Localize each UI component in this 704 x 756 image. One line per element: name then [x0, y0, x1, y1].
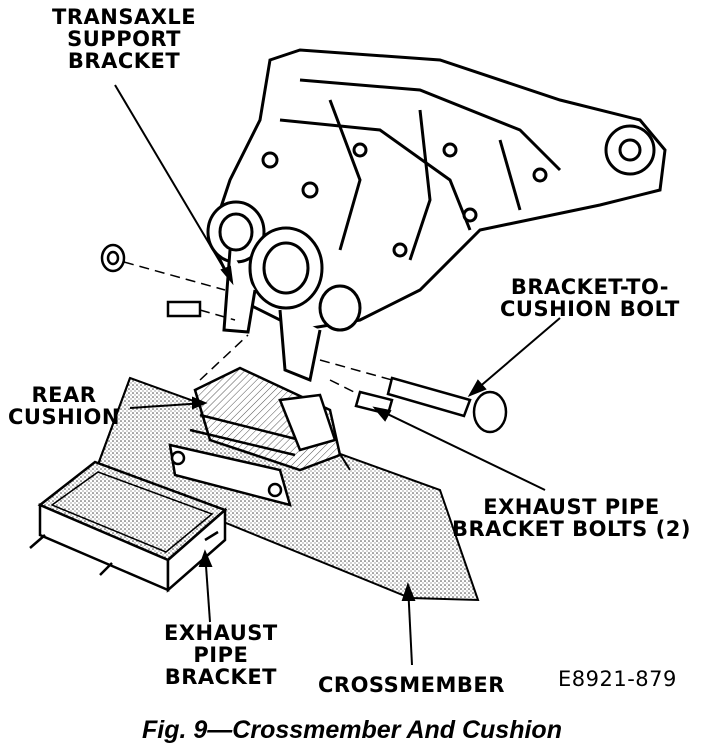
hardware [100, 243, 508, 434]
label-line: EXHAUST [164, 621, 278, 645]
label-transaxle-support-bracket: TRANSAXLE SUPPORT BRACKET [52, 6, 196, 72]
label-line: BRACKET [67, 49, 181, 73]
label-line: SUPPORT [67, 27, 181, 51]
label-line: REAR [31, 383, 97, 407]
label-line: BRACKET BOLTS (2) [452, 517, 691, 541]
install-lines [123, 261, 393, 396]
label-rear-cushion: REAR CUSHION [8, 384, 120, 428]
bracket-to-cushion-bolt [386, 376, 472, 418]
label-line: CUSHION [8, 405, 120, 429]
figure-code: E8921-879 [558, 667, 677, 691]
label-line: BRACKET-TO- [510, 275, 669, 299]
label-line: PIPE [193, 643, 249, 667]
figure-caption: Fig. 9—Crossmember And Cushion [142, 716, 562, 744]
label-crossmember: CROSSMEMBER [318, 673, 505, 697]
label-line: CUSHION BOLT [500, 297, 680, 321]
label-exhaust-pipe-bracket: EXHAUST PIPE BRACKET [164, 622, 278, 688]
leader-lines [114, 84, 561, 666]
transaxle-shape [206, 48, 667, 383]
small-bolt [166, 300, 202, 318]
rear-cushion-shape [168, 366, 342, 507]
exhaust-pipe-bracket-shape [29, 460, 228, 593]
label-bracket-to-cushion-bolt: BRACKET-TO- CUSHION BOLT [500, 276, 680, 320]
label-exhaust-pipe-bracket-bolts: EXHAUST PIPE BRACKET BOLTS (2) [452, 496, 691, 540]
bolt-head [472, 390, 508, 434]
label-line: EXHAUST PIPE [483, 495, 660, 519]
label-line: BRACKET [164, 665, 278, 689]
label-line: TRANSAXLE [52, 5, 197, 29]
